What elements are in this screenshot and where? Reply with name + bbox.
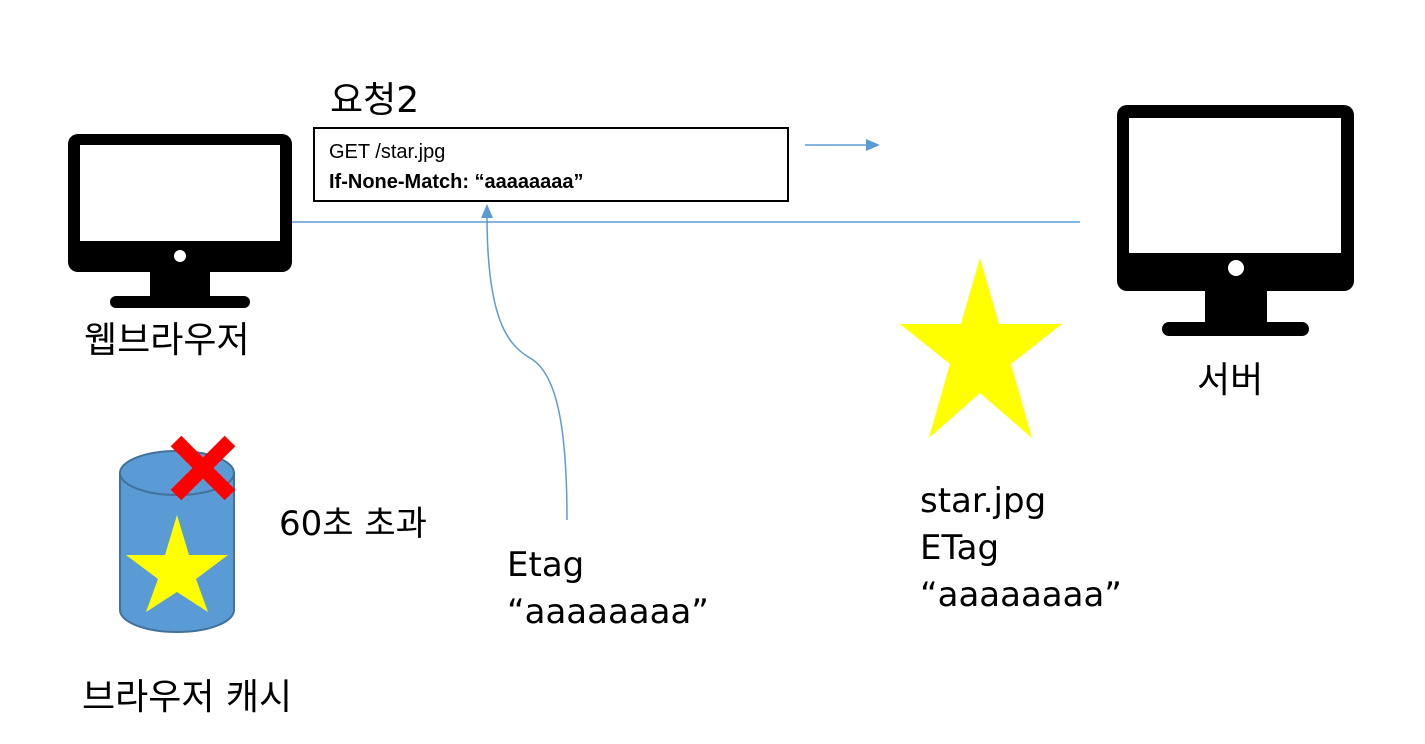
client-etag-value: “aaaaaaaa”: [507, 591, 709, 632]
server-etag-value: “aaaaaaaa”: [920, 574, 1122, 615]
if-none-match-header: If-None-Match: “aaaaaaaa”: [329, 171, 584, 193]
client-etag-key: Etag: [507, 545, 585, 585]
request-line: GET /star.jpg: [329, 141, 446, 163]
server-etag-key: ETag: [920, 527, 1000, 568]
client-label: 웹브라우저: [84, 320, 250, 361]
cached-star-icon: [126, 515, 228, 612]
client-etag: Etag “aaaaaaaa”: [507, 542, 709, 636]
cache-label: 브라우저 캐시: [82, 677, 293, 718]
request-direction-arrow: [805, 139, 880, 151]
server-resource-name: star.jpg: [920, 481, 1047, 521]
server-star-icon: [900, 258, 1062, 438]
request-box: GET /star.jpg If-None-Match: “aaaaaaaa”: [313, 127, 789, 202]
server-monitor-icon: [1117, 105, 1354, 336]
etag-curve-arrow: [481, 204, 568, 521]
client-monitor-icon: [68, 134, 292, 308]
cache-status: 60초 초과: [279, 504, 427, 544]
x-mark-icon: [170, 435, 236, 501]
server-label: 서버: [1197, 360, 1264, 401]
request-title: 요청2: [330, 80, 420, 121]
server-resource-info: star.jpg ETag “aaaaaaaa”: [920, 478, 1122, 619]
